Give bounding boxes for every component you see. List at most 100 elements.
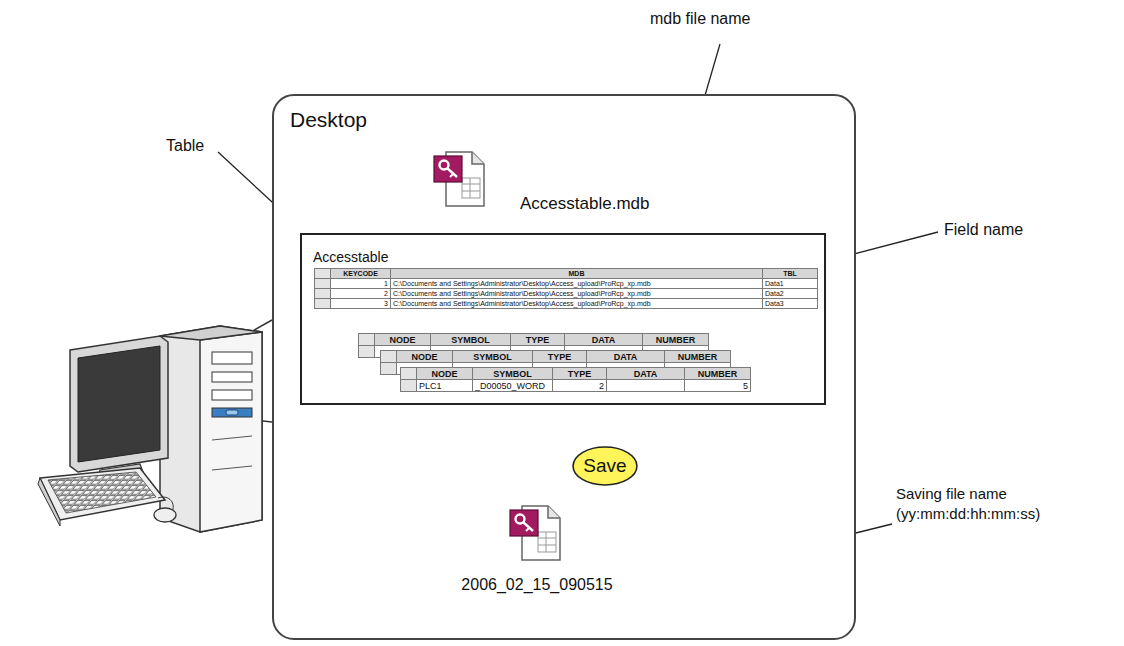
cell-text: 2 [384, 290, 388, 297]
table-row: NODE SYMBOL TYPE DATA NUMBER [359, 334, 709, 346]
callout-label: Table [166, 137, 204, 155]
row-selector [381, 363, 397, 375]
mdb-file-icon [508, 502, 564, 564]
table-cell: TBL [763, 269, 818, 279]
save-badge: Save [572, 446, 638, 486]
table-cell: DATA [607, 368, 685, 380]
keyboard [38, 468, 165, 526]
table-cell: NUMBER [685, 368, 751, 380]
cell-text: NODE [411, 352, 437, 362]
table-cell: KEYCODE [331, 269, 391, 279]
table-cell: C:\Documents and Settings\Administrator\… [391, 279, 763, 289]
cell-text: TYPE [526, 335, 550, 345]
desktop-region: DesktopAccesstable.mdbAccesstableKEYCODE… [272, 94, 856, 640]
cell-text: C:\Documents and Settings\Administrator\… [393, 300, 651, 307]
table-cell [607, 380, 685, 392]
table-cell: 2 [331, 289, 391, 299]
callout-label: Field name [944, 221, 1023, 239]
row-selector [315, 299, 331, 309]
table-row: 2 C:\Documents and Settings\Administrator… [315, 289, 818, 299]
cell-text: C:\Documents and Settings\Administrator\… [393, 280, 651, 287]
table-cell: NUMBER [643, 334, 709, 346]
cell-text: Data2 [765, 290, 784, 297]
node-text: Accesstable [313, 249, 388, 265]
mouse [154, 497, 176, 522]
table-row: PLC1 _D00050_WORD 2 5 [401, 380, 751, 392]
row-selector [315, 279, 331, 289]
table-cell: C:\Documents and Settings\Administrator\… [391, 289, 763, 299]
row-selector [315, 289, 331, 299]
cell-text: TYPE [568, 369, 592, 379]
callout-label: Saving file name (yy:mm:dd:hh:mm:ss) [896, 484, 1061, 524]
cell-text: 1 [384, 280, 388, 287]
cell-text: NODE [431, 369, 457, 379]
table-row: 3 C:\Documents and Settings\Administrator… [315, 299, 818, 309]
table-cell: Data2 [763, 289, 818, 299]
table-cell: Data3 [763, 299, 818, 309]
data-table: NODE SYMBOL TYPE DATANUMBER PLC1 _D00050_WORD… [400, 367, 751, 392]
table-cell: 5 [685, 380, 751, 392]
table-cell: NODE [417, 368, 473, 380]
table-cell: SYMBOL [473, 368, 553, 380]
table-cell: _D00050_WORD [473, 380, 553, 392]
table-cell: 3 [331, 299, 391, 309]
cell-text: PLC1 [419, 381, 442, 391]
cell-text: NUMBER [678, 352, 718, 362]
cell-text: C:\Documents and Settings\Administrator\… [393, 290, 651, 297]
table-cell: C:\Documents and Settings\Administrator\… [391, 299, 763, 309]
table-cell: TYPE [511, 334, 565, 346]
row-selector [359, 334, 375, 346]
key-table: KEYCODEMDBTBL1C:\Documents and Settings\… [314, 268, 818, 309]
table-row: NODE SYMBOL TYPE DATA NUMBER [381, 351, 731, 363]
table-cell: Data1 [763, 279, 818, 289]
callout-label: mdb file name [650, 10, 751, 28]
cell-text: Data1 [765, 280, 784, 287]
computer-tower [160, 326, 262, 532]
table-view: AccesstableKEYCODEMDBTBL1C:\Documents an… [300, 233, 826, 405]
node-text: Desktop [290, 108, 367, 132]
table-cell: NODE [375, 334, 431, 346]
cell-text: 5 [743, 381, 748, 391]
table-cell: MDB [391, 269, 763, 279]
table-cell: NUMBER [665, 351, 731, 363]
table-cell: DATA [587, 351, 665, 363]
icon-holder [432, 148, 488, 210]
row-selector [401, 380, 417, 392]
cell-text: SYMBOL [493, 369, 532, 379]
table-cell: 1 [331, 279, 391, 289]
cell-text: NODE [389, 335, 415, 345]
cell-text: 3 [384, 300, 388, 307]
computer-monitor [70, 336, 168, 486]
table-cell: TYPE [533, 351, 587, 363]
node-text: Accesstable.mdb [520, 194, 649, 214]
cell-text: 2 [599, 381, 604, 391]
cell-text: TBL [783, 270, 797, 277]
icon-holder [508, 502, 564, 564]
table-row: 1 C:\Documents and Settings\Administrator… [315, 279, 818, 289]
row-selector [381, 351, 397, 363]
cell-text: Data3 [765, 300, 784, 307]
table-row: NODE SYMBOL TYPE DATANUMBER [401, 368, 751, 380]
node-text: Save [572, 455, 638, 477]
row-selector [315, 269, 331, 279]
cell-text: MDB [569, 270, 585, 277]
cell-text: _D00050_WORD [475, 381, 545, 391]
node-text: 2006_02_15_090515 [440, 576, 634, 594]
cell-text: KEYCODE [343, 270, 378, 277]
table-row: KEYCODE MDB TBL [315, 269, 818, 279]
table-cell: 2 [553, 380, 607, 392]
row-selector [359, 346, 375, 358]
cell-text: TYPE [548, 352, 572, 362]
cell-text: DATA [614, 352, 638, 362]
cell-text: DATA [592, 335, 616, 345]
table-cell: SYMBOL [431, 334, 511, 346]
table-cell: PLC1 [417, 380, 473, 392]
mdb-file-icon [432, 148, 488, 210]
row-selector [401, 368, 417, 380]
cell-text: SYMBOL [451, 335, 490, 345]
saved-file: 2006_02_15_090515 [440, 502, 634, 602]
table-cell: SYMBOL [453, 351, 533, 363]
table-cell: DATA [565, 334, 643, 346]
mdb-file: Accesstable.mdb [430, 148, 700, 216]
cell-text: NUMBER [656, 335, 696, 345]
